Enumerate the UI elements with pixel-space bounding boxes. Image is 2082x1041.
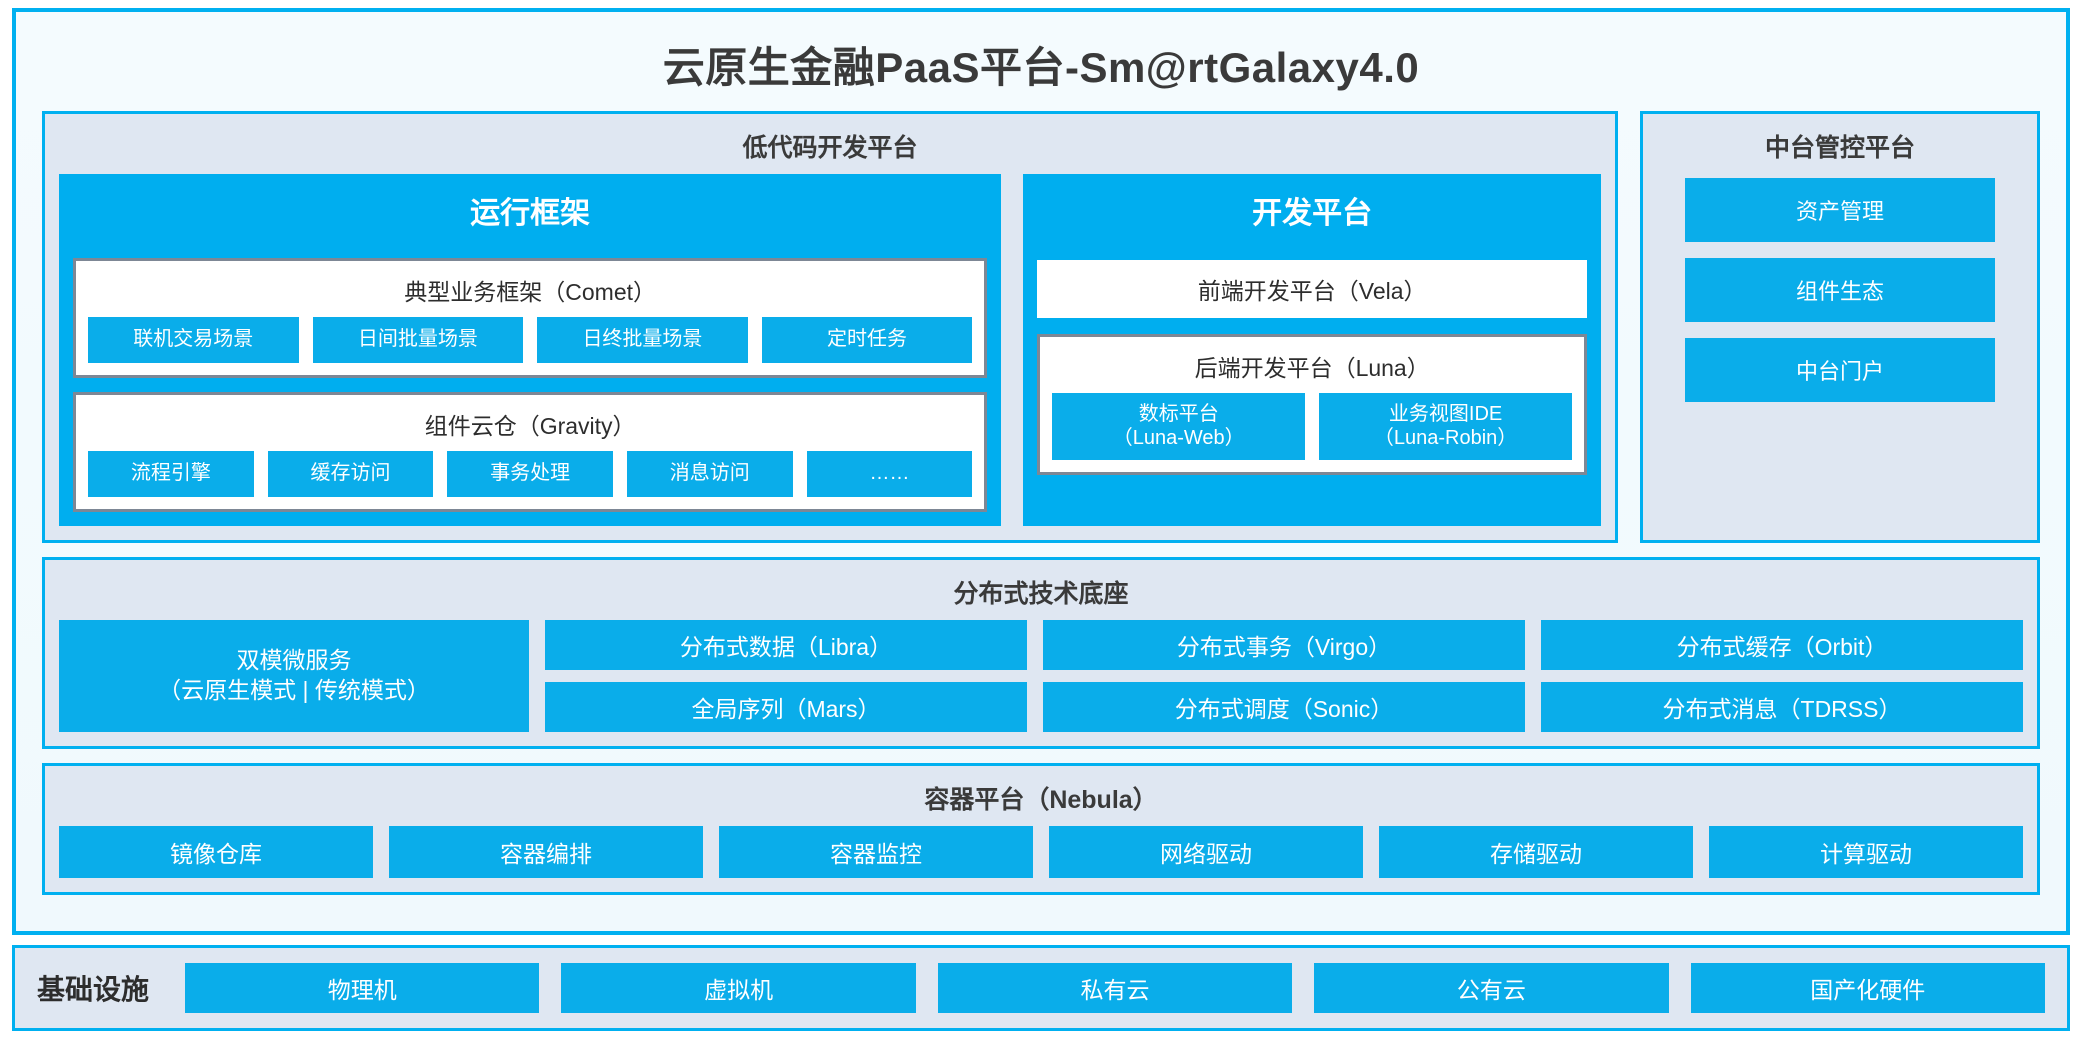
luna-web-code: （Luna-Web） bbox=[1112, 426, 1245, 449]
container-item-compute-driver[interactable]: 计算驱动 bbox=[1709, 826, 2023, 878]
lowcode-platform-panel: 低代码开发平台 运行框架 典型业务框架（Comet） 联机交易场景 日间批量场景… bbox=[42, 111, 1618, 543]
mgmt-item-component[interactable]: 组件生态 bbox=[1685, 258, 1995, 322]
comet-item[interactable]: 联机交易场景 bbox=[88, 317, 299, 363]
comet-items: 联机交易场景 日间批量场景 日终批量场景 定时任务 bbox=[88, 317, 973, 363]
infrastructure-label: 基础设施 bbox=[37, 974, 150, 1005]
container-item-storage-driver[interactable]: 存储驱动 bbox=[1379, 826, 1693, 878]
microservice-line2: （云原生模式 | 传统模式） bbox=[158, 677, 430, 703]
development-platform-card: 开发平台 前端开发平台（Vela） 后端开发平台（Luna） 数标平台 （Lun… bbox=[1023, 174, 1601, 526]
distributed-column-1: 分布式数据（Libra） 全局序列（Mars） bbox=[545, 620, 1027, 732]
global-sequence-mars[interactable]: 全局序列（Mars） bbox=[545, 682, 1027, 732]
luna-robin-name: 业务视图IDE bbox=[1388, 403, 1503, 425]
distributed-column-3: 分布式缓存（Orbit） 分布式消息（TDRSS） bbox=[1541, 620, 2023, 732]
spacer bbox=[42, 749, 2040, 763]
distributed-cache-orbit[interactable]: 分布式缓存（Orbit） bbox=[1541, 620, 2023, 670]
distributed-message-tdrss[interactable]: 分布式消息（TDRSS） bbox=[1541, 682, 2023, 732]
container-item-image-repo[interactable]: 镜像仓库 bbox=[59, 826, 373, 878]
backend-platform-luna-box: 后端开发平台（Luna） 数标平台 （Luna-Web） bbox=[1037, 334, 1587, 476]
dual-mode-microservice[interactable]: 双模微服务 （云原生模式 | 传统模式） bbox=[59, 620, 529, 732]
mgmt-item-asset[interactable]: 资产管理 bbox=[1685, 178, 1995, 242]
comet-box: 典型业务框架（Comet） 联机交易场景 日间批量场景 日终批量场景 定时任务 bbox=[73, 258, 988, 378]
luna-items: 数标平台 （Luna-Web） 业务视图IDE （Luna-Robin） bbox=[1052, 393, 1573, 461]
infra-item-domestic-hardware[interactable]: 国产化硬件 bbox=[1690, 963, 2045, 1013]
backend-platform-luna-title: 后端开发平台（Luna） bbox=[1194, 355, 1430, 381]
microservice-line1: 双模微服务 bbox=[236, 647, 352, 674]
mgmt-item-portal[interactable]: 中台门户 bbox=[1685, 338, 1995, 402]
container-platform-items: 镜像仓库 容器编排 容器监控 网络驱动 存储驱动 计算驱动 bbox=[59, 826, 2023, 878]
distributed-base-title: 分布式技术底座 bbox=[953, 580, 1129, 608]
distributed-data-libra[interactable]: 分布式数据（Libra） bbox=[545, 620, 1027, 670]
gravity-items: 流程引擎 缓存访问 事务处理 消息访问 …… bbox=[88, 451, 973, 497]
spacer bbox=[42, 543, 2040, 557]
distributed-base-body: 双模微服务 （云原生模式 | 传统模式） 分布式数据（Libra） 全局序列（M… bbox=[59, 620, 2023, 732]
gravity-item[interactable]: 消息访问 bbox=[626, 451, 793, 497]
container-item-network-driver[interactable]: 网络驱动 bbox=[1049, 826, 1363, 878]
container-item-monitoring[interactable]: 容器监控 bbox=[719, 826, 1033, 878]
frontend-platform-vela[interactable]: 前端开发平台（Vela） bbox=[1037, 260, 1587, 318]
runtime-framework-title: 运行框架 bbox=[470, 197, 591, 230]
development-platform-title: 开发平台 bbox=[1252, 197, 1373, 230]
luna-robin-item[interactable]: 业务视图IDE （Luna-Robin） bbox=[1319, 393, 1573, 461]
page-title: 云原生金融PaaS平台-Sm@rtGalaxy4.0 bbox=[662, 44, 1420, 91]
lowcode-platform-title: 低代码开发平台 bbox=[742, 134, 918, 162]
microservice-column: 双模微服务 （云原生模式 | 传统模式） bbox=[59, 620, 529, 732]
comet-item[interactable]: 日间批量场景 bbox=[312, 317, 524, 363]
top-row: 低代码开发平台 运行框架 典型业务框架（Comet） 联机交易场景 日间批量场景… bbox=[42, 111, 2040, 543]
infra-item-physical-machine[interactable]: 物理机 bbox=[185, 963, 540, 1013]
luna-robin-code: （Luna-Robin） bbox=[1373, 426, 1518, 449]
luna-web-name: 数标平台 bbox=[1138, 403, 1219, 425]
luna-web-item[interactable]: 数标平台 （Luna-Web） bbox=[1052, 393, 1306, 461]
gravity-item-more[interactable]: …… bbox=[806, 451, 973, 497]
distributed-base-panel: 分布式技术底座 双模微服务 （云原生模式 | 传统模式） 分布式数据（Libra… bbox=[42, 557, 2040, 749]
infrastructure-bar: 基础设施 物理机 虚拟机 私有云 公有云 国产化硬件 bbox=[12, 945, 2070, 1031]
container-platform-title: 容器平台（Nebula） bbox=[924, 786, 1158, 814]
gravity-title: 组件云仓（Gravity） bbox=[424, 413, 636, 439]
runtime-framework-card: 运行框架 典型业务框架（Comet） 联机交易场景 日间批量场景 日终批量场景 … bbox=[59, 174, 1002, 526]
distributed-column-2: 分布式事务（Virgo） 分布式调度（Sonic） bbox=[1043, 620, 1525, 732]
gravity-item[interactable]: 流程引擎 bbox=[88, 451, 254, 497]
gravity-item[interactable]: 事务处理 bbox=[447, 451, 613, 497]
distributed-transaction-virgo[interactable]: 分布式事务（Virgo） bbox=[1043, 620, 1525, 670]
mgmt-platform-title: 中台管控平台 bbox=[1764, 134, 1915, 162]
distributed-schedule-sonic[interactable]: 分布式调度（Sonic） bbox=[1043, 682, 1525, 732]
infra-item-virtual-machine[interactable]: 虚拟机 bbox=[561, 963, 916, 1013]
infra-item-private-cloud[interactable]: 私有云 bbox=[937, 963, 1293, 1013]
container-item-orchestration[interactable]: 容器编排 bbox=[389, 826, 703, 878]
container-platform-panel: 容器平台（Nebula） 镜像仓库 容器编排 容器监控 网络驱动 存储驱动 计算… bbox=[42, 763, 2040, 895]
comet-title: 典型业务框架（Comet） bbox=[404, 279, 657, 305]
comet-item[interactable]: 日终批量场景 bbox=[537, 317, 748, 363]
infra-item-public-cloud[interactable]: 公有云 bbox=[1314, 963, 1669, 1013]
lowcode-platform-body: 运行框架 典型业务框架（Comet） 联机交易场景 日间批量场景 日终批量场景 … bbox=[59, 174, 1601, 526]
mgmt-platform-panel: 中台管控平台 资产管理 组件生态 中台门户 bbox=[1640, 111, 2040, 543]
gravity-box: 组件云仓（Gravity） 流程引擎 缓存访问 事务处理 消息访问 …… bbox=[73, 392, 988, 512]
comet-item[interactable]: 定时任务 bbox=[761, 317, 973, 363]
platform-frame: 云原生金融PaaS平台-Sm@rtGalaxy4.0 低代码开发平台 运行框架 … bbox=[12, 8, 2070, 935]
mgmt-items: 资产管理 组件生态 中台门户 bbox=[1657, 174, 2023, 526]
gravity-item[interactable]: 缓存访问 bbox=[267, 451, 434, 497]
